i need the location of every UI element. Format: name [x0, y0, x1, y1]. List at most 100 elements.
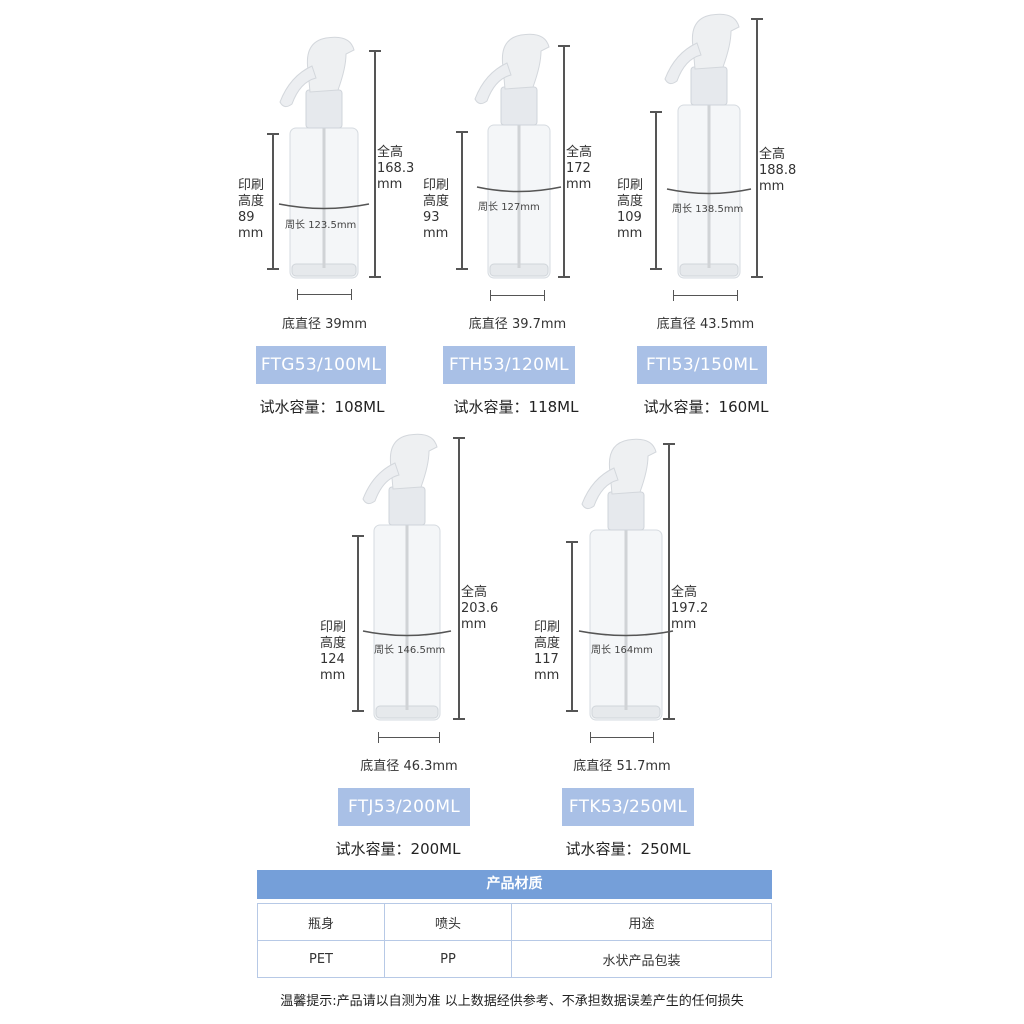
spray-bottle-image — [279, 36, 359, 279]
circumference-title: 周长 — [374, 645, 394, 656]
total-height-unit: mm — [377, 177, 403, 192]
model-badge: FTJ53/200ML — [338, 788, 470, 826]
base-diameter-title: 底直径 — [468, 317, 508, 332]
circumference-arc — [476, 186, 562, 193]
print-height-line — [650, 111, 662, 270]
circumference-arc — [278, 203, 370, 210]
total-height-title: 全高 — [566, 145, 593, 160]
print-height-unit: mm — [423, 226, 449, 241]
trigger-lever — [279, 65, 317, 108]
total-height-unit: mm — [461, 617, 487, 632]
table-cell: PET — [257, 940, 385, 978]
total-height-line — [453, 437, 465, 720]
total-height-line — [369, 50, 381, 278]
material-table-title: 产品材质 — [257, 870, 772, 899]
circumference-title: 周长 — [672, 204, 692, 215]
circumference-label: 周长 164mm — [591, 641, 653, 656]
table-cell: 水状产品包装 — [511, 940, 772, 978]
base-diameter-value: 46.3mm — [403, 759, 458, 774]
test-capacity-label: 试水容量：108ML — [260, 396, 385, 417]
print-height-value: 117 — [534, 652, 559, 667]
print-height-value: 93 — [423, 210, 440, 225]
test-capacity-value: 108ML — [334, 398, 385, 416]
base-diameter-value: 43.5mm — [699, 317, 755, 332]
test-capacity-label: 试水容量：250ML — [566, 838, 691, 859]
total-height-title: 全高 — [759, 147, 786, 162]
test-capacity-label: 试水容量：160ML — [644, 396, 769, 417]
total-height-title: 全高 — [461, 585, 488, 600]
test-capacity-title: 试水容量： — [643, 398, 719, 416]
print-height-line — [456, 131, 468, 270]
test-capacity-label: 试水容量：200ML — [336, 838, 461, 859]
print-height-title: 印刷 高度 — [617, 178, 644, 209]
circumference-value: 127mm — [501, 202, 540, 213]
spray-bottle-image — [474, 33, 551, 279]
table-row: PET PP 水状产品包装 — [257, 940, 772, 978]
circumference-arc — [666, 188, 752, 195]
trigger-head — [389, 433, 438, 490]
print-height-value: 124 — [320, 652, 345, 667]
trigger-lever — [581, 467, 619, 510]
spray-bottle-image — [664, 13, 741, 279]
trigger-head — [306, 36, 355, 93]
total-height-line — [663, 443, 675, 720]
base-diameter-value: 39mm — [325, 317, 368, 332]
circumference-label: 周长 138.5mm — [672, 200, 743, 215]
model-badge: FTH53/120ML — [443, 346, 575, 384]
sprayer-cap — [690, 66, 728, 106]
print-height-line — [267, 133, 279, 270]
total-height-value: 203.6 — [461, 601, 499, 616]
test-capacity-value: 118ML — [528, 398, 579, 416]
sprayer-cap — [388, 486, 426, 526]
total-height-title: 全高 — [671, 585, 698, 600]
trigger-lever — [664, 42, 702, 85]
test-capacity-label: 试水容量：118ML — [454, 396, 579, 417]
trigger-lever — [474, 62, 512, 105]
test-capacity-value: 250ML — [640, 840, 691, 858]
test-capacity-title: 试水容量： — [565, 840, 641, 858]
sprayer-cap — [500, 86, 538, 126]
base-diameter-line — [673, 290, 738, 301]
trigger-lever — [362, 462, 400, 505]
circumference-title: 周长 — [285, 220, 305, 231]
print-height-line — [566, 541, 578, 712]
base-diameter-line — [378, 732, 440, 743]
base-diameter-line — [297, 289, 352, 300]
header-cell: 瓶身 — [257, 903, 385, 941]
total-height-line — [558, 45, 570, 278]
spray-bottle-image — [581, 438, 663, 721]
print-height-line — [352, 535, 364, 712]
base-diameter-label: 底直径 51.7mm — [573, 755, 670, 774]
model-badge: FTI53/150ML — [637, 346, 767, 384]
test-capacity-value: 160ML — [718, 398, 769, 416]
circumference-label: 周长 123.5mm — [285, 216, 356, 231]
total-height-unit: mm — [759, 179, 785, 194]
print-height-unit: mm — [534, 668, 560, 683]
material-table: 瓶身 喷头 用途 PET PP 水状产品包装 — [257, 903, 772, 978]
base-diameter-label: 底直径 39mm — [282, 313, 367, 332]
circumference-title: 周长 — [591, 645, 611, 656]
header-cell: 喷头 — [384, 903, 512, 941]
print-height-value: 109 — [617, 210, 642, 225]
base-diameter-title: 底直径 — [281, 317, 321, 332]
circumference-label: 周长 127mm — [478, 198, 540, 213]
test-capacity-title: 试水容量： — [453, 398, 529, 416]
model-badge: FTK53/250ML — [562, 788, 694, 826]
print-height-title: 印刷 高度 — [534, 620, 561, 651]
total-height-title: 全高 — [377, 145, 404, 160]
total-height-unit: mm — [566, 177, 592, 192]
circumference-value: 146.5mm — [397, 645, 446, 656]
print-height-unit: mm — [238, 226, 264, 241]
total-height-unit: mm — [671, 617, 697, 632]
print-height-title: 印刷 高度 — [320, 620, 347, 651]
disclaimer-note: 温馨提示:产品请以自测为准 以上数据经供参考、不承担数据误差产生的任何损失 — [280, 994, 744, 1009]
print-height-unit: mm — [320, 668, 346, 683]
print-height-value: 89 — [238, 210, 255, 225]
